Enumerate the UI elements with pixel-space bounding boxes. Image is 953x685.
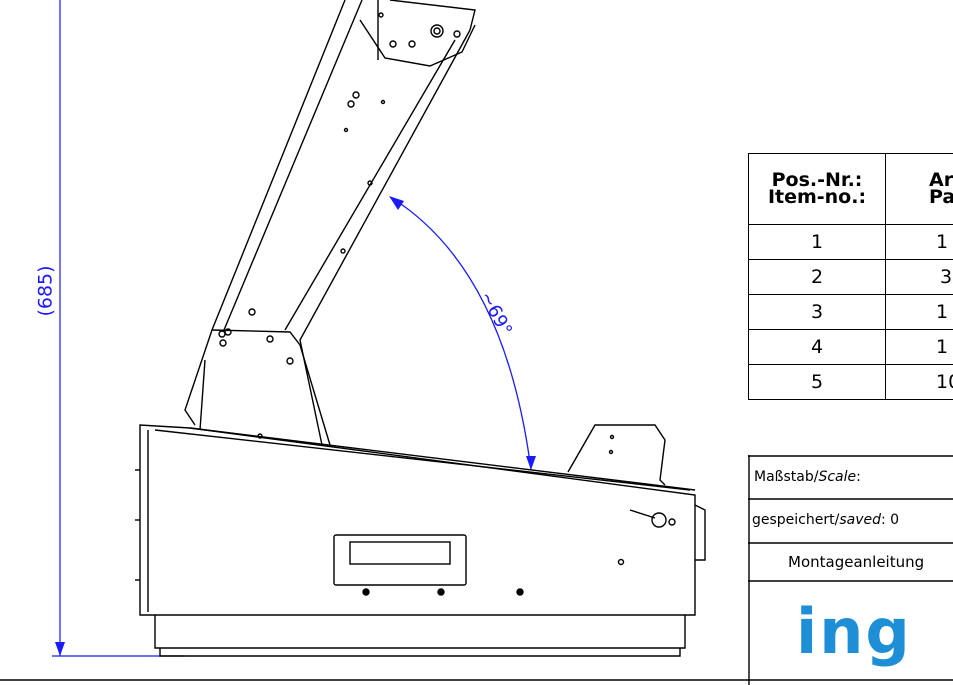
bom-header-part-de: Ar	[929, 169, 953, 191]
saved-label: gespeichert/	[752, 512, 840, 528]
table-row: 2 3	[748, 259, 953, 295]
bom-table: Pos.-Nr.: Item-no.: Ar Pa 1 1 2 3 3 1 4 …	[748, 153, 953, 400]
saved-label-italic: saved	[839, 512, 882, 528]
table-row: 3 1	[748, 294, 953, 330]
bom-header-pos: Pos.-Nr.: Item-no.:	[748, 153, 886, 225]
scale-label-italic: Scale	[818, 469, 857, 485]
bom-pos-cell: 1	[748, 224, 886, 260]
company-logo: ing	[796, 595, 912, 668]
scale-suffix: :	[856, 469, 861, 485]
device-housing	[135, 424, 706, 657]
scale-field: Maßstab/Scale:	[754, 469, 861, 485]
bom-header-pos-en: Item-no.:	[767, 186, 867, 208]
bom-header-row: Pos.-Nr.: Item-no.: Ar Pa	[748, 153, 953, 225]
saved-field: gespeichert/saved: 0	[752, 512, 899, 528]
bom-pos-cell: 3	[748, 294, 886, 330]
height-dimension-label: (685)	[34, 265, 57, 317]
table-row: 4 1	[748, 329, 953, 365]
scale-label: Maßstab/	[754, 469, 819, 485]
height-dimension	[52, 0, 185, 657]
angle-dimension	[389, 196, 536, 471]
bom-value-cell: 1	[885, 224, 953, 260]
bom-header-pos-de: Pos.-Nr.:	[771, 169, 863, 191]
bom-header-part: Ar Pa	[885, 153, 953, 225]
tilted-arm	[184, 0, 476, 446]
right-support	[567, 424, 666, 486]
title-block-frame	[748, 455, 953, 685]
bom-value-cell: 3	[885, 259, 953, 295]
bom-value-cell: 10	[885, 364, 953, 400]
height-dimension-label-wrap: (685)	[30, 262, 60, 322]
bom-value-cell: 1	[885, 294, 953, 330]
document-title: Montageanleitung	[788, 553, 925, 571]
bom-table-wrap: Pos.-Nr.: Item-no.: Ar Pa 1 1 2 3 3 1 4 …	[748, 153, 953, 405]
title-block: Maßstab/Scale: gespeichert/saved: 0 Mont…	[748, 455, 953, 685]
bom-pos-cell: 4	[748, 329, 886, 365]
saved-suffix: : 0	[881, 512, 900, 528]
bom-value-cell: 1	[885, 329, 953, 365]
table-row: 5 10	[748, 364, 953, 400]
bom-pos-cell: 2	[748, 259, 886, 295]
bom-header-part-en: Pa	[929, 186, 953, 208]
bom-pos-cell: 5	[748, 364, 886, 400]
table-row: 1 1	[748, 224, 953, 260]
